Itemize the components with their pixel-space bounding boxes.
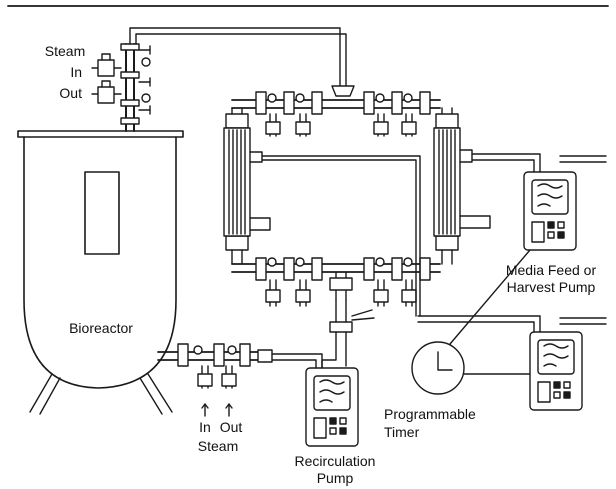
recirculation-manifold	[231, 91, 441, 307]
steam-in-arrow-icon	[201, 403, 209, 417]
manifold-top-valve	[331, 85, 355, 97]
pipe-to-second-pump	[417, 315, 541, 333]
sight-glass	[84, 171, 120, 255]
timer-to-media-pump-line	[449, 249, 531, 345]
harvest-pump-label: Harvest Pump	[506, 279, 596, 295]
bottom-steam-out-label: Out	[219, 419, 243, 435]
recirculation-pump	[305, 367, 359, 447]
bottom-steam-in-label: In	[199, 419, 211, 435]
recirculation-pump-label: Pump	[316, 470, 354, 486]
steam-in-label: In	[70, 64, 82, 80]
recirculation-label: Recirculation	[294, 453, 376, 469]
bioreactor-vessel	[17, 130, 184, 415]
left-cartridge	[223, 107, 271, 265]
right-cartridge	[433, 107, 491, 265]
top-steam-valve-stack	[91, 43, 151, 132]
pipe-to-media-pump	[471, 153, 541, 173]
media-feed-label: Media Feed or	[505, 262, 597, 278]
second-pump	[529, 331, 583, 411]
programmable-timer	[411, 249, 531, 395]
feed-pipe-top	[129, 27, 347, 87]
steam-out-arrow-icon	[225, 403, 233, 417]
bottom-steam-label: Steam	[197, 438, 239, 454]
bioreactor-label: Bioreactor	[69, 320, 133, 336]
inner-loop-pipe	[261, 155, 421, 317]
steam-top-label: Steam	[44, 43, 86, 59]
programmable-label: Programmable	[384, 406, 476, 422]
media-feed-pump	[523, 171, 577, 251]
steam-out-label: Out	[59, 85, 82, 101]
bottom-return-manifold	[157, 343, 323, 417]
recirculation-riser	[321, 271, 375, 369]
timer-label: Timer	[384, 424, 420, 440]
